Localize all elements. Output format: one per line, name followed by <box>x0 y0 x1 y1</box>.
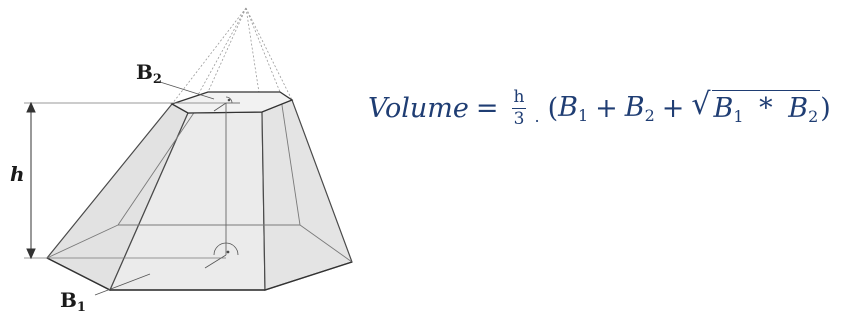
fraction-denominator: 3 <box>513 108 525 129</box>
label-b1: B1 <box>60 288 86 315</box>
right-angle-bottom <box>204 242 239 269</box>
label-b1-sub: 1 <box>77 300 86 315</box>
formula-b1: B1 <box>558 91 589 125</box>
h-extension-lines <box>24 102 226 259</box>
radicand-b1: B1 <box>713 93 744 126</box>
label-h: h <box>10 162 25 186</box>
sqrt-icon: √ <box>691 87 711 122</box>
sqrt-radicand: B1 * B2 <box>711 90 821 126</box>
label-b2-sub: 2 <box>153 72 162 87</box>
volume-formula: Volume = h 3 . ( B1 + B2 + √ B1 * B2 ) <box>368 78 831 138</box>
b2-leader <box>159 81 215 100</box>
label-b2: B2 <box>136 60 162 87</box>
apex-lines <box>171 7 293 114</box>
bottom-base-edge <box>46 257 353 291</box>
fraction-bar <box>511 107 526 109</box>
formula-sqrt: √ B1 * B2 <box>691 87 821 126</box>
formula-equals: = <box>475 92 499 124</box>
formula-b2: B2 <box>624 91 655 125</box>
right-angle-top <box>213 96 240 112</box>
formula-open-paren: ( <box>547 92 559 124</box>
formula-times: * <box>759 93 773 124</box>
radicand-b2: B2 <box>788 93 819 126</box>
frustum-faces <box>46 99 353 291</box>
b1-leader <box>94 273 151 296</box>
hidden-edges <box>46 91 353 263</box>
face-front-right <box>261 99 353 291</box>
label-b1-main: B <box>60 288 77 312</box>
label-b2-main: B <box>136 60 153 84</box>
formula-dot: . <box>534 106 540 126</box>
formula-fraction: h 3 <box>511 86 527 129</box>
h-dimension-arrow <box>26 101 36 260</box>
fraction-numerator: h <box>513 86 525 107</box>
formula-plus-2: + <box>661 92 685 124</box>
formula-close-paren: ) <box>820 92 831 124</box>
formula-lhs: Volume <box>368 92 469 124</box>
formula-plus-1: + <box>595 92 618 124</box>
